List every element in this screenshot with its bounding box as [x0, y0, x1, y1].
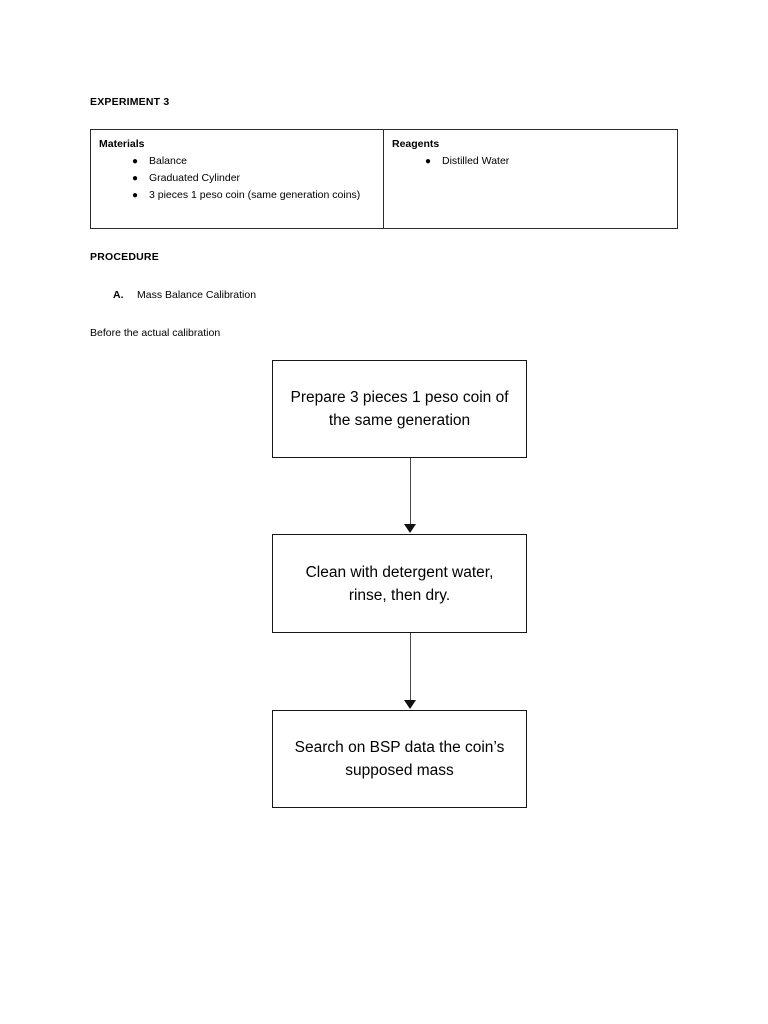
- list-item: ● 3 pieces 1 peso coin (same generation …: [99, 187, 375, 204]
- reagents-list: ● Distilled Water: [392, 153, 669, 170]
- procedure-heading: PROCEDURE: [90, 251, 159, 263]
- page-title: EXPERIMENT 3: [90, 96, 170, 108]
- flowchart-connector-1: [410, 458, 412, 528]
- list-item-label: 3 pieces 1 peso coin (same generation co…: [149, 189, 361, 201]
- procedure-item-label: Mass Balance Calibration: [137, 289, 257, 301]
- table-cell-materials: Materials ● Balance ● Graduated Cylinder…: [91, 130, 384, 228]
- bullet-icon: ●: [425, 156, 432, 167]
- table-cell-reagents: Reagents ● Distilled Water: [384, 130, 677, 228]
- arrow-down-icon: [404, 700, 416, 709]
- flowchart-step-2: Clean with detergent water, rinse, then …: [272, 534, 527, 633]
- flowchart-step-3: Search on BSP data the coin’s supposed m…: [272, 710, 527, 808]
- materials-list: ● Balance ● Graduated Cylinder ● 3 piece…: [99, 153, 375, 204]
- flowchart-connector-2: [410, 633, 412, 704]
- intro-line: Before the actual calibration: [90, 327, 221, 339]
- list-item-label: Distilled Water: [442, 155, 510, 167]
- list-item: ● Graduated Cylinder: [99, 170, 375, 187]
- column-header-reagents: Reagents: [392, 138, 440, 150]
- flowchart-step-1: Prepare 3 pieces 1 peso coin of the same…: [272, 360, 527, 458]
- bullet-icon: ●: [132, 190, 139, 201]
- procedure-item-marker: A.: [113, 289, 124, 301]
- materials-reagents-table: Materials ● Balance ● Graduated Cylinder…: [90, 129, 678, 229]
- list-item-label: Balance: [149, 155, 187, 167]
- column-header-materials: Materials: [99, 138, 145, 150]
- list-item: ● Distilled Water: [392, 153, 669, 170]
- bullet-icon: ●: [132, 156, 139, 167]
- list-item: ● Balance: [99, 153, 375, 170]
- list-item-label: Graduated Cylinder: [149, 172, 241, 184]
- procedure-item-a: A. Mass Balance Calibration: [113, 288, 256, 303]
- bullet-icon: ●: [132, 173, 139, 184]
- arrow-down-icon: [404, 524, 416, 533]
